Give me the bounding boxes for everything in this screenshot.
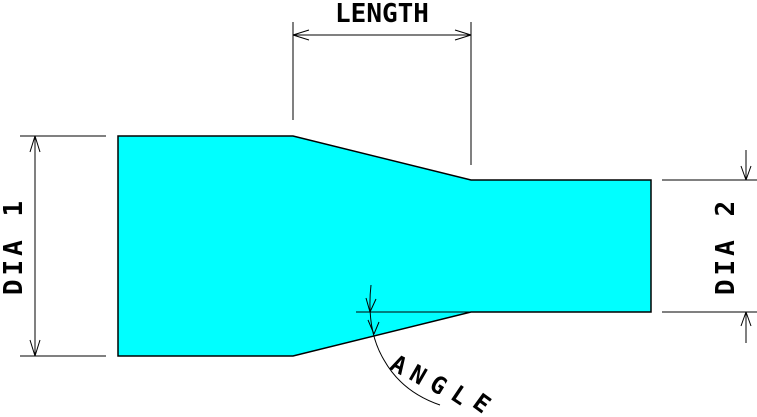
angle-arrow-lower [367, 319, 380, 335]
angle-label-letter: E [468, 388, 496, 417]
dia1-arrow-top [29, 135, 41, 153]
angle-label-letter: N [405, 359, 432, 390]
dia1-arrow-bottom [29, 339, 41, 357]
length-arrow-left [292, 29, 310, 41]
dia2-arrow-top [740, 165, 752, 181]
angle-label-letter: G [425, 370, 452, 401]
angle-arrow-upper [365, 297, 377, 313]
angle-arc [369, 284, 441, 406]
dia2-arrow-bottom [740, 311, 752, 327]
angle-label-letter: L [446, 380, 474, 411]
length-dimension: LENGTH [292, 0, 472, 165]
length-label: LENGTH [335, 0, 429, 29]
dia2-dimension: DIA 2 [662, 150, 757, 343]
dia1-dimension: DIA 1 [0, 135, 106, 357]
length-arrow-right [454, 29, 472, 41]
reducer-part-outline [117, 135, 652, 357]
dia2-label: DIA 2 [711, 197, 741, 295]
dia1-label: DIA 1 [0, 197, 29, 295]
